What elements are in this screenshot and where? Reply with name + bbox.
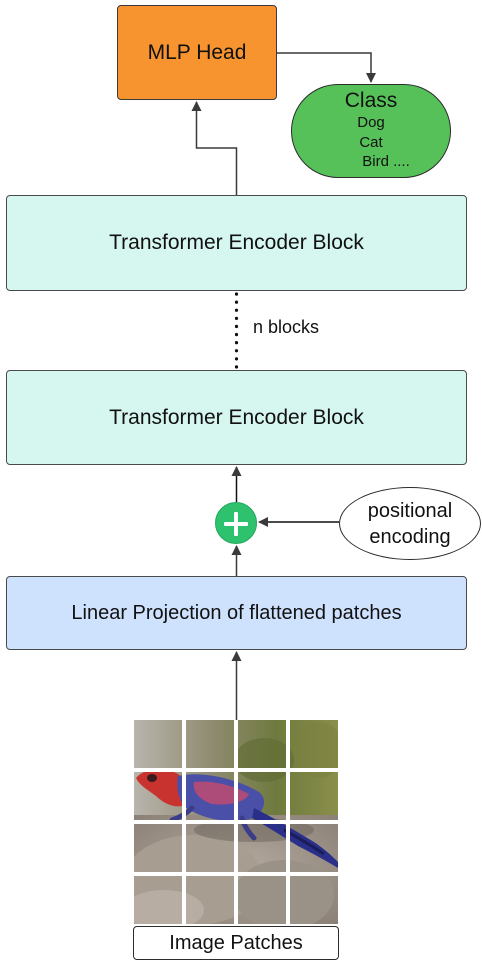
arrow-encoder-to-mlp (191, 101, 238, 195)
class-item-cat: Cat (359, 133, 383, 151)
image-patches-label: Image Patches (169, 931, 303, 954)
class-item-bird: Bird .... (362, 153, 410, 170)
image-patches-grid (134, 720, 338, 924)
encoder-bottom-label: Transformer Encoder Block (109, 405, 364, 429)
linear-projection-label: Linear Projection of flattened patches (71, 601, 402, 624)
transformer-encoder-block-top: Transformer Encoder Block (6, 195, 467, 291)
plus-circle-icon (215, 502, 257, 544)
class-output-box: Class Dog Cat Bird .... (291, 84, 451, 178)
encoder-top-label: Transformer Encoder Block (109, 231, 364, 254)
positional-line2: encoding (369, 525, 451, 548)
patch-grid-lines (134, 720, 338, 924)
mlp-head-box: MLP Head (117, 5, 277, 100)
transformer-encoder-block-bottom: Transformer Encoder Block (6, 370, 467, 465)
image-patches-caption: Image Patches (133, 926, 339, 960)
class-item-dog: Dog (357, 114, 385, 131)
arrow-mlp-to-class (277, 52, 376, 83)
positional-line1: positional (367, 499, 453, 522)
mlp-head-label: MLP Head (147, 40, 247, 64)
linear-projection-box: Linear Projection of flattened patches (6, 576, 467, 650)
positional-encoding-ellipse: positional encoding (339, 487, 481, 560)
n-blocks-label: n blocks (253, 317, 320, 337)
class-title: Class (344, 89, 398, 112)
